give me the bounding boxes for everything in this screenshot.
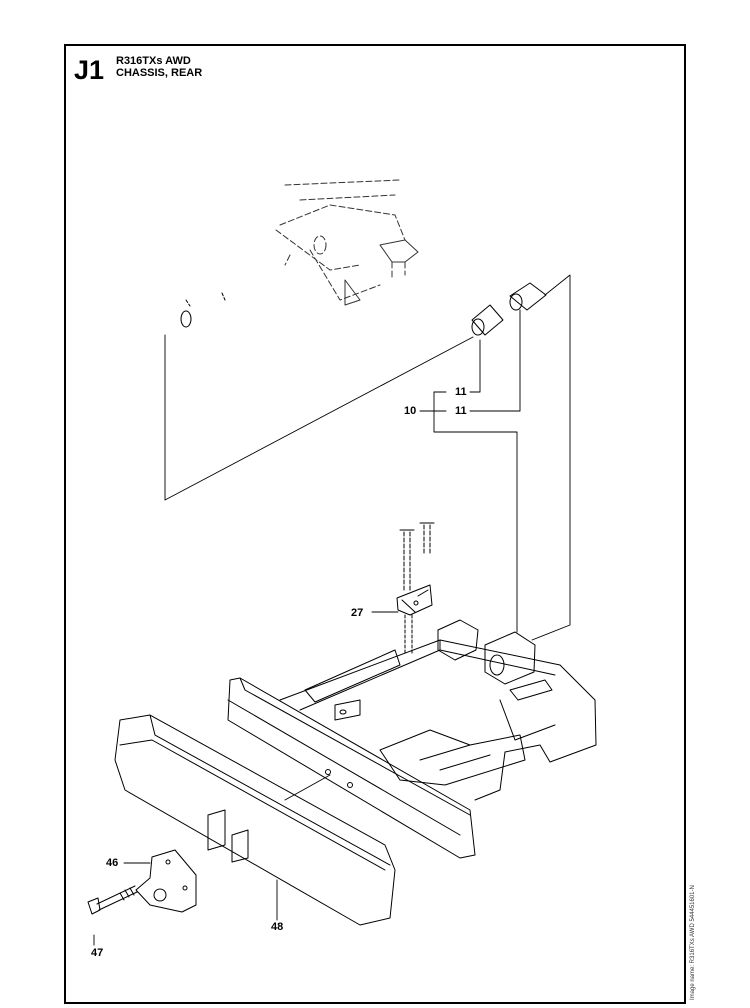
image-name-note: Image name: R316TXs AWD 544451601-N (690, 885, 696, 1000)
bolt-47 (87, 885, 138, 915)
bushing-front (471, 304, 504, 336)
model-name: R316TXs AWD (116, 55, 191, 67)
callout-27: 27 (351, 607, 364, 619)
diagram-frame (64, 44, 686, 1004)
callout-11-upper: 11 (455, 386, 467, 398)
bracket-27 (396, 584, 433, 656)
callout-10: 10 (404, 405, 417, 417)
chassis-frame (279, 619, 597, 801)
hitch-plate-46 (135, 849, 197, 913)
callout-48: 48 (271, 921, 284, 933)
leader-lines (93, 274, 571, 946)
rear-bumper-upper (227, 677, 476, 859)
callout-47: 47 (91, 947, 104, 959)
bushing-rear (509, 282, 547, 311)
bolt-heads (399, 522, 435, 531)
section-code: J1 (74, 55, 105, 85)
section-title: CHASSIS, REAR (116, 67, 203, 79)
title-block: R316TXs AWD CHASSIS, REAR (116, 55, 202, 79)
callout-11-lower: 11 (455, 405, 467, 417)
rear-bumper-48 (114, 714, 396, 926)
callout-46: 46 (106, 857, 119, 869)
ghost-screw (180, 292, 226, 328)
ghost-upper-assembly (275, 179, 419, 306)
bracket-bolts (403, 524, 431, 591)
